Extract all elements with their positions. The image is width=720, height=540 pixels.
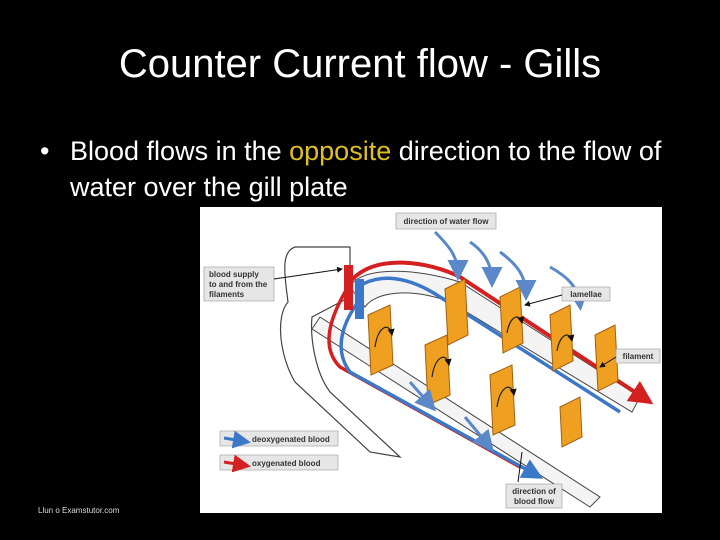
slide-title: Counter Current flow - Gills: [0, 42, 720, 87]
legend: deoxygenated blood oxygenated blood: [220, 431, 338, 470]
blood-supply-label-line1: blood supply: [209, 270, 259, 279]
lamella: [425, 335, 450, 405]
label-blood-supply: blood supply to and from the filaments: [204, 267, 342, 301]
image-credit: Llun o Examstutor.com: [38, 506, 119, 515]
water-flow-arrow: [470, 242, 492, 282]
lamella: [445, 279, 468, 345]
water-flow-arrow: [500, 252, 526, 295]
bullet-text: Blood flows in the opposite direction to…: [70, 133, 700, 205]
blood-supply-label-line2: to and from the: [209, 280, 268, 289]
lamellae-label: lamellae: [570, 290, 602, 299]
legend-deoxygenated: deoxygenated blood: [252, 435, 330, 444]
label-lamellae: lamellae: [525, 287, 610, 305]
gill-diagram: direction of water flow blood supply to …: [200, 207, 662, 513]
bullet-highlight: opposite: [289, 136, 391, 166]
filament-label: filament: [623, 352, 654, 361]
red-supply-pipe: [344, 265, 353, 310]
blood-supply-pointer: [274, 269, 342, 279]
bullet-text-start: Blood flows in the: [70, 136, 289, 166]
lamella: [490, 365, 515, 435]
lamella: [560, 397, 582, 447]
blue-supply-pipe: [355, 279, 364, 319]
blood-flow-label-line2: blood flow: [514, 497, 555, 506]
blood-supply-label-line3: filaments: [209, 290, 245, 299]
legend-oxygenated: oxygenated blood: [252, 459, 321, 468]
lamella: [368, 305, 393, 375]
lamellae-pointer: [525, 295, 562, 305]
blood-flow-label-line1: direction of: [512, 487, 556, 496]
bullet-marker: •: [40, 133, 49, 169]
label-water-flow: direction of water flow: [396, 213, 496, 229]
gill-diagram-svg: direction of water flow blood supply to …: [200, 207, 662, 513]
water-flow-label: direction of water flow: [404, 217, 490, 226]
